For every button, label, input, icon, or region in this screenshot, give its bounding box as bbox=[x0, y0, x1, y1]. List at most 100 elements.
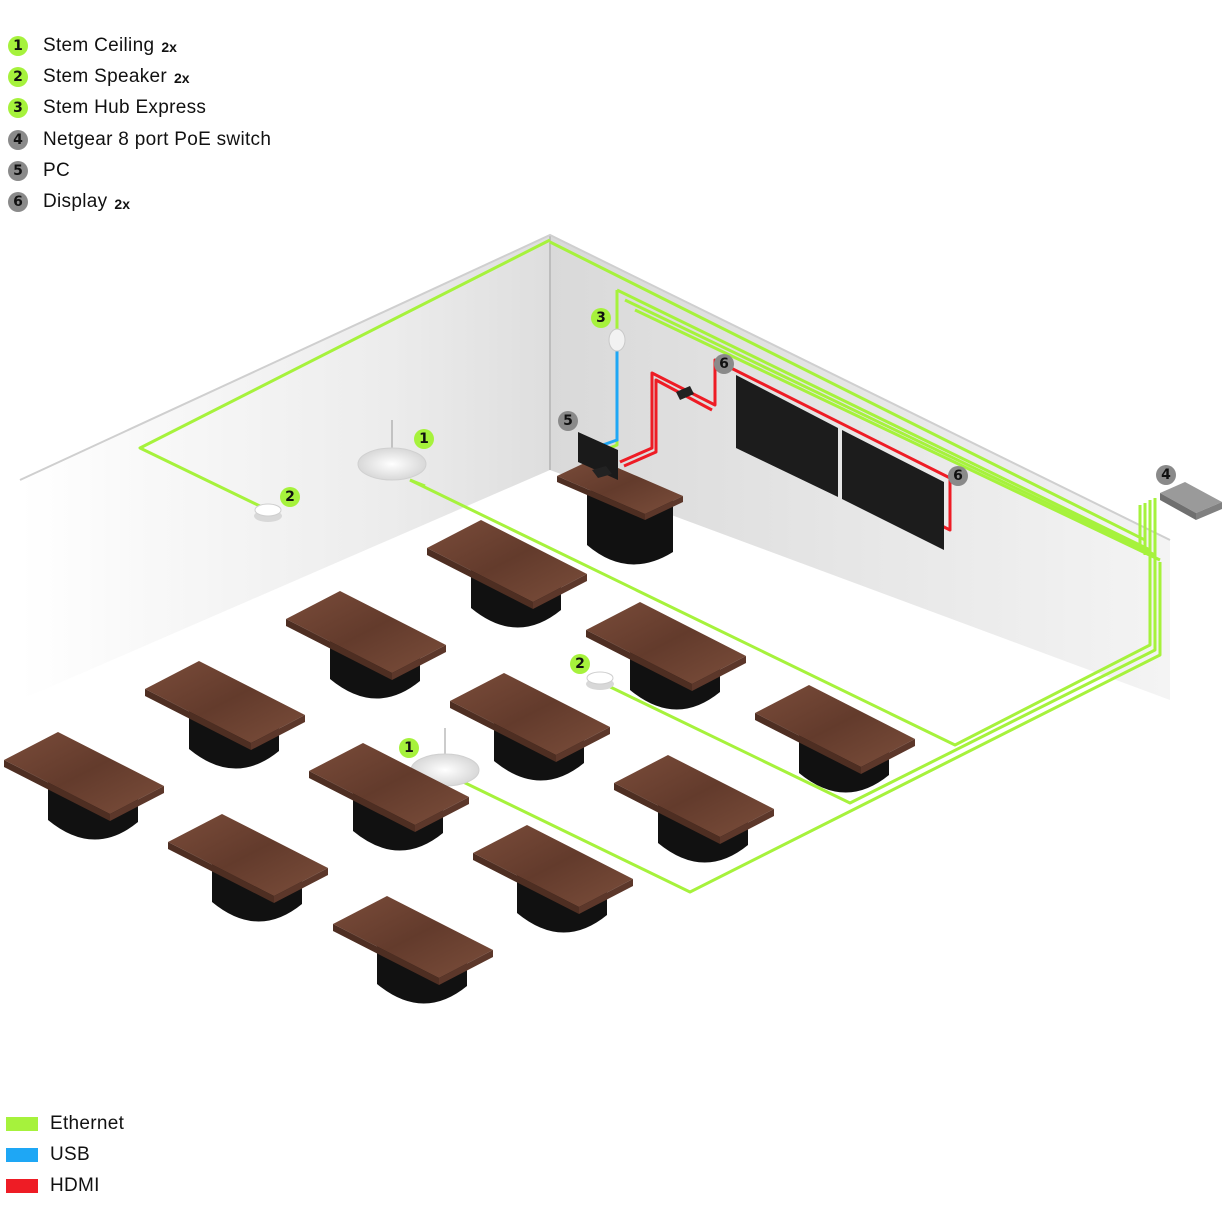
student-table bbox=[450, 673, 610, 781]
legend-item-label: Netgear 8 port PoE switch bbox=[43, 128, 272, 150]
wall-top-edge bbox=[19, 233, 1171, 541]
table-edge bbox=[450, 701, 556, 762]
hdmi-cable-a bbox=[619, 358, 952, 532]
cable-legend-item: Ethernet bbox=[6, 1108, 124, 1139]
hdmi-splitter bbox=[676, 386, 694, 400]
callout-switch: 4 bbox=[1156, 465, 1176, 485]
table-edge bbox=[427, 548, 533, 609]
student-table bbox=[286, 591, 446, 699]
student-table bbox=[614, 755, 774, 863]
student-table bbox=[586, 602, 746, 710]
stem-speaker-a bbox=[254, 503, 282, 522]
cable-legend-item: USB bbox=[6, 1139, 124, 1170]
table-edge bbox=[579, 879, 633, 914]
table-top bbox=[309, 743, 469, 825]
legend-item-label: PC bbox=[43, 159, 70, 181]
legend-item: 3 Stem Hub Express bbox=[8, 93, 271, 124]
student-table bbox=[755, 685, 915, 793]
table-edge bbox=[392, 645, 446, 680]
student-tables bbox=[4, 520, 915, 1004]
table-top bbox=[286, 591, 446, 673]
ethernet-cable-wall-2 bbox=[616, 288, 1151, 552]
legend-item-label: Stem Speaker bbox=[43, 65, 167, 87]
legend-item-label: Display bbox=[43, 191, 108, 213]
table-top bbox=[614, 755, 774, 837]
left-wall bbox=[20, 235, 550, 700]
student-table bbox=[309, 743, 469, 851]
teacher-desk bbox=[557, 458, 683, 565]
callout-hub: 3 bbox=[591, 308, 611, 328]
poe-switch bbox=[1160, 482, 1222, 520]
legend-item: 4 Netgear 8 port PoE switch bbox=[8, 124, 271, 155]
table-edge bbox=[286, 619, 392, 680]
table-edge bbox=[720, 809, 774, 844]
table-edge bbox=[861, 739, 915, 774]
legend-item-quantity: 2x bbox=[174, 70, 190, 87]
ethernet-ceiling-a-cable bbox=[409, 478, 426, 488]
student-table bbox=[473, 825, 633, 933]
ethernet-floor-3 bbox=[454, 562, 1162, 894]
legend-item-label: Stem Hub Express bbox=[43, 97, 207, 119]
stem-ceiling-a bbox=[357, 420, 427, 481]
student-table bbox=[145, 661, 305, 769]
ethernet-cable-wall-3 bbox=[624, 298, 1156, 557]
display-left bbox=[736, 375, 838, 497]
legend-item-quantity: 2x bbox=[114, 195, 130, 212]
table-edge bbox=[415, 797, 469, 832]
legend-item-quantity: 2x bbox=[161, 39, 177, 56]
legend-item: 5 PC bbox=[8, 155, 271, 186]
callout-display-b: 6 bbox=[948, 466, 968, 486]
legend-number-badge: 4 bbox=[8, 129, 28, 150]
legend-number-badge: 2 bbox=[8, 66, 28, 87]
table-edge bbox=[251, 715, 305, 750]
cable-legend-label: USB bbox=[50, 1143, 90, 1165]
legend-number-badge: 6 bbox=[8, 192, 28, 213]
callout-ceiling-b: 1 bbox=[399, 738, 419, 758]
table-edge bbox=[533, 574, 587, 609]
legend-item: 2 Stem Speaker 2x bbox=[8, 61, 271, 92]
student-table bbox=[4, 732, 164, 840]
callout-display-a: 6 bbox=[714, 354, 734, 374]
table-edge bbox=[692, 656, 746, 691]
table-top bbox=[586, 602, 746, 684]
callout-speaker-b: 2 bbox=[570, 654, 590, 674]
table-top bbox=[168, 814, 328, 896]
ethernet-floor-2 bbox=[599, 560, 1157, 805]
legend-number-badge: 3 bbox=[8, 98, 28, 119]
table-edge bbox=[614, 783, 720, 844]
table-top bbox=[427, 520, 587, 602]
cable-color-swatch bbox=[6, 1147, 38, 1162]
table-edge bbox=[168, 842, 274, 903]
cable-color-swatch bbox=[6, 1116, 38, 1131]
table-top bbox=[473, 825, 633, 907]
table-edge bbox=[439, 950, 493, 985]
callout-ceiling-a: 1 bbox=[414, 429, 434, 449]
ethernet-floor-1 bbox=[409, 478, 1152, 747]
ethernet-cables bbox=[138, 238, 1162, 894]
pc-monitor bbox=[578, 432, 618, 480]
student-table bbox=[427, 520, 587, 628]
table-edge bbox=[309, 771, 415, 832]
table-top bbox=[755, 685, 915, 767]
legend-number-badge: 1 bbox=[8, 35, 28, 56]
callout-pc: 5 bbox=[558, 411, 578, 431]
table-edge bbox=[4, 760, 110, 821]
table-edge bbox=[110, 786, 164, 821]
ethernet-cable-wall-4 bbox=[634, 308, 1161, 562]
student-table bbox=[333, 896, 493, 1004]
table-edge bbox=[755, 713, 861, 774]
usb-cable bbox=[599, 340, 619, 448]
cable-legend-label: Ethernet bbox=[50, 1112, 125, 1134]
table-top bbox=[4, 732, 164, 814]
stem-speaker-b bbox=[586, 671, 614, 690]
ethernet-speaker-a-cable bbox=[138, 238, 551, 512]
cable-legend-label: HDMI bbox=[50, 1175, 100, 1197]
display-right bbox=[842, 430, 944, 550]
table-edge bbox=[473, 853, 579, 914]
table-top bbox=[450, 673, 610, 755]
legend-number-badge: 5 bbox=[8, 160, 28, 181]
table-edge bbox=[556, 727, 610, 762]
